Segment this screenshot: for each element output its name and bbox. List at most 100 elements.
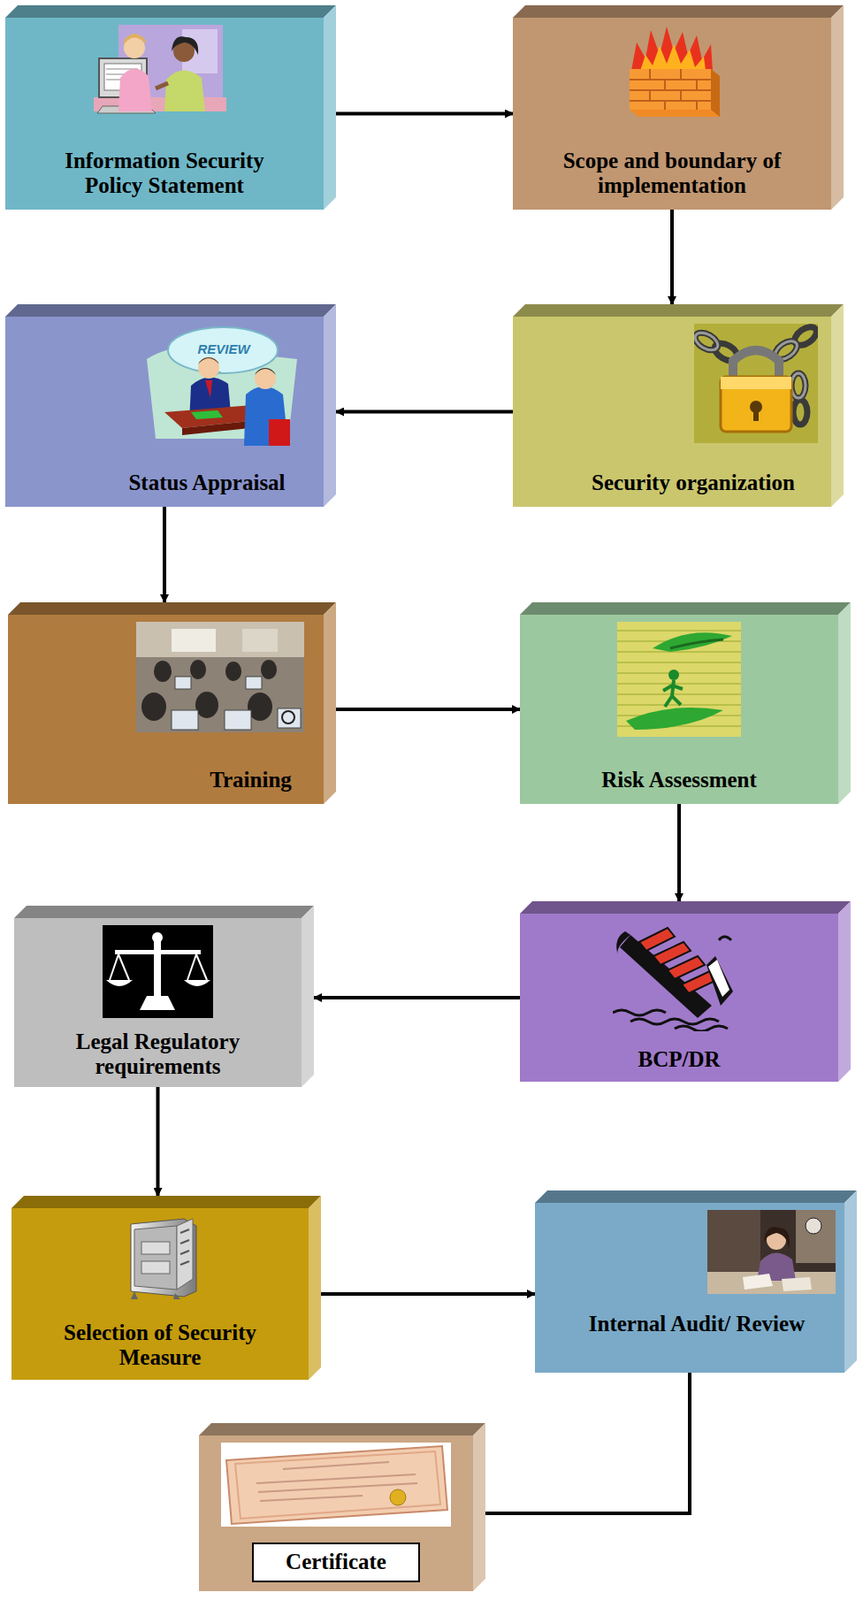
box-content: Training bbox=[7, 614, 324, 804]
training-photo bbox=[136, 621, 305, 733]
illustration-part bbox=[180, 1260, 190, 1265]
illustration-part bbox=[707, 1209, 836, 1294]
flow-arrow bbox=[336, 112, 513, 116]
box-front bbox=[519, 913, 839, 1082]
illustration-part bbox=[118, 68, 153, 112]
illustration-part bbox=[277, 708, 301, 728]
box-content: BCP/DR bbox=[519, 913, 839, 1082]
illustration-part bbox=[224, 710, 252, 730]
firewall-clipart bbox=[618, 24, 726, 123]
illustration-part bbox=[679, 90, 682, 101]
illustration-part bbox=[670, 639, 724, 649]
box-top bbox=[519, 901, 851, 914]
illustration-part bbox=[612, 1009, 666, 1016]
illustration-part bbox=[136, 621, 305, 733]
illustration-part bbox=[617, 650, 741, 653]
illustration-part bbox=[795, 1209, 836, 1263]
box-label: Scope and boundary of implementation bbox=[539, 148, 805, 200]
box-content: Scope and boundary of implementation bbox=[512, 17, 832, 210]
box-content: Status AppraisalREVIEW bbox=[5, 316, 324, 507]
process-box: Information Security Policy Statement bbox=[5, 5, 337, 210]
illustration-part bbox=[198, 357, 220, 365]
illustration-part bbox=[791, 323, 818, 350]
illustration-part bbox=[196, 954, 207, 980]
sinking-ship-clipart bbox=[612, 920, 746, 1032]
illustration-part bbox=[180, 1229, 190, 1233]
certificate-label: Certificate bbox=[252, 1542, 421, 1582]
bubble-label: REVIEW bbox=[197, 341, 250, 357]
box-content: Certificate bbox=[198, 1435, 474, 1591]
process-box: Training bbox=[7, 602, 337, 804]
box-front bbox=[5, 17, 324, 210]
illustration-part bbox=[793, 399, 808, 425]
illustration-part bbox=[617, 693, 741, 695]
box-side bbox=[323, 602, 337, 804]
illustration-part bbox=[389, 1489, 406, 1505]
illustration-part bbox=[134, 1225, 177, 1290]
box-content: Information Security Policy Statement bbox=[5, 17, 324, 210]
illustration-part bbox=[629, 68, 720, 117]
box-top bbox=[534, 1190, 857, 1203]
box-content: Internal Audit/ Review bbox=[534, 1202, 845, 1373]
flow-arrow bbox=[677, 803, 681, 902]
certificate-box: Certificate bbox=[198, 1422, 486, 1591]
illustration-part bbox=[141, 692, 167, 721]
illustration-part bbox=[171, 628, 216, 652]
illustration-part bbox=[781, 1276, 812, 1291]
bubble-label-holder: REVIEW bbox=[183, 341, 264, 358]
illustration-part bbox=[195, 691, 219, 718]
box-label: Legal Regulatory requirements bbox=[30, 1029, 287, 1081]
illustration-part bbox=[245, 676, 262, 689]
box-label: Training bbox=[209, 767, 292, 794]
illustration-part bbox=[226, 1445, 448, 1524]
illustration-part bbox=[630, 1018, 719, 1024]
box-content: Risk Assessment bbox=[519, 614, 839, 804]
illustration-part bbox=[629, 68, 711, 110]
box-top bbox=[5, 5, 337, 18]
illustration-part bbox=[718, 936, 732, 940]
box-content: Security organization bbox=[512, 316, 832, 507]
illustration-part bbox=[640, 44, 706, 71]
illustration-part bbox=[629, 99, 711, 102]
illustration-part bbox=[694, 323, 818, 425]
flow-arrow bbox=[670, 209, 674, 305]
box-side bbox=[844, 1190, 857, 1373]
office-clipart bbox=[93, 24, 227, 131]
box-side bbox=[301, 905, 314, 1087]
illustration-part bbox=[695, 79, 698, 91]
illustration-part bbox=[254, 367, 276, 375]
illustration-part bbox=[256, 1473, 416, 1483]
illustration-part bbox=[109, 954, 207, 980]
illustration-part bbox=[153, 940, 161, 996]
illustration-part bbox=[130, 1290, 181, 1299]
process-box: Risk Assessment bbox=[519, 602, 851, 804]
box-content: Legal Regulatory requirements bbox=[14, 917, 302, 1087]
box-content: Selection of Security Measure bbox=[11, 1207, 309, 1380]
illustration-part bbox=[639, 927, 675, 951]
illustration-part bbox=[102, 924, 214, 1018]
illustration-part bbox=[180, 1239, 190, 1244]
illustration-part bbox=[710, 68, 720, 117]
illustration-part bbox=[617, 629, 741, 632]
flow-arrow bbox=[336, 707, 520, 711]
box-top bbox=[11, 1195, 321, 1208]
illustration-part bbox=[617, 661, 741, 664]
illustration-part bbox=[649, 68, 651, 80]
box-label: Selection of Security Measure bbox=[27, 1320, 293, 1372]
flow-arrow bbox=[162, 506, 167, 603]
illustration-part bbox=[260, 659, 277, 680]
illustration-part bbox=[187, 954, 197, 980]
illustration-part bbox=[282, 710, 295, 724]
illustration-part bbox=[136, 621, 305, 657]
box-label: Security organization bbox=[591, 470, 795, 497]
illustration-part bbox=[180, 1229, 190, 1265]
illustration-part bbox=[141, 1241, 170, 1254]
box-front bbox=[512, 17, 832, 210]
illustration-part bbox=[114, 949, 201, 955]
illustration-part bbox=[155, 83, 169, 89]
illustration-part bbox=[791, 373, 806, 398]
box-top bbox=[512, 304, 844, 317]
process-box: Scope and boundary of implementation bbox=[512, 5, 844, 210]
box-side bbox=[473, 1422, 486, 1591]
illustration-part bbox=[763, 1226, 790, 1249]
